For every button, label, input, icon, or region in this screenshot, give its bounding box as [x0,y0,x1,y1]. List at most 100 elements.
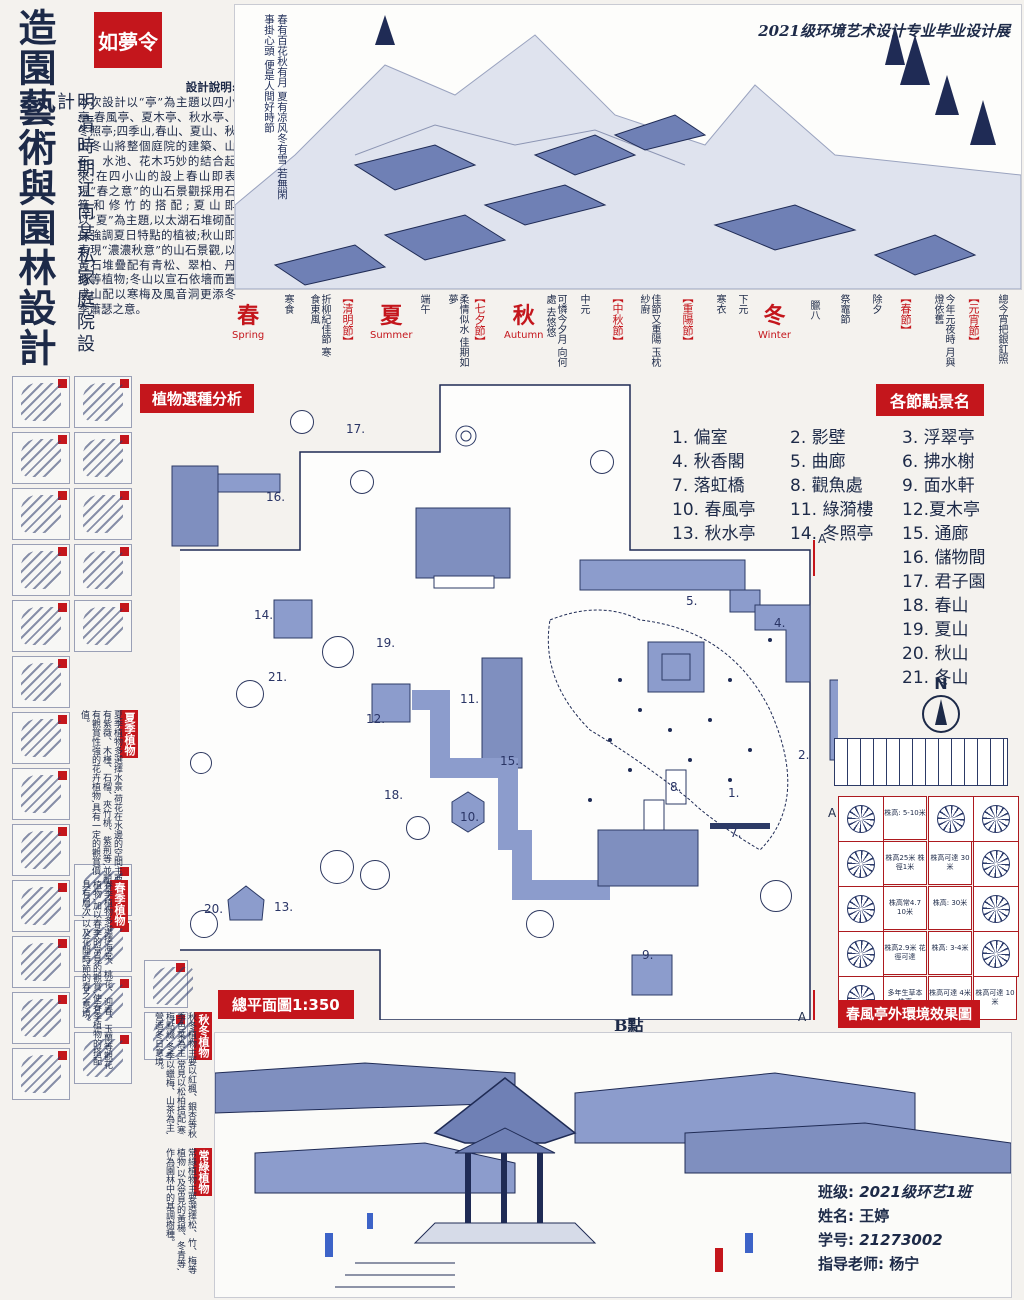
plant-thumbnail-column-2 [142,952,208,1296]
summer-plant-text: 夏季植物多選擇水景,荷花在水邊的空間主要有紫薇、木槿、石榴、夾竹桃、紫荊等,並配… [79,710,122,884]
festival-6: 柔情似水 佳期如夢 [446,294,468,368]
festival-14: 臘八 [808,300,819,320]
plant-symbol [973,931,1019,977]
festival-20: 總今宵把銀釭照 [996,294,1007,364]
festival-18: 今年元夜時 月與燈依舊 [932,294,954,368]
plan-number: 13. [274,900,294,914]
tree-symbol [190,910,218,938]
plant-height-note: 株高可達 10米 [973,976,1017,1020]
festival-17: 【春節】 [899,292,912,336]
plant-thumb [144,960,193,1008]
season-row: 春 Spring 夏 Summer 秋 Autumn 冬 Winter 寒食 【… [228,290,1020,372]
plan-number: 21. [268,670,288,684]
plant-thumb [144,1012,193,1060]
plant-thumb [12,880,70,932]
section-a-grid: A [828,806,837,820]
season-autumn: 秋 Autumn [504,303,544,341]
plan-number: 16. [266,490,286,504]
scenic-item: 14. 冬照亭 [790,524,874,544]
scenic-names-label: 各節點景名 [876,384,985,416]
scenic-item: 7. 落虹橋 [672,476,745,496]
scenic-item: 12.夏木亭 [902,500,981,520]
plan-number: 18. [384,788,404,802]
scenic-item: 17. 君子園 [902,572,986,592]
name-label: 姓名: [818,1207,854,1225]
festival-5: 【七夕節】 [473,292,486,347]
poem-text: 春有百花秋有月 夏有凉风冬有雪 若無閑事掛心頭 便是人間好時節 [263,14,288,200]
plant-thumb [12,712,70,764]
student-info: 班级: 2021级环艺1班 姓名: 王婷 学号: 21273002 指导老师: … [818,1180,1018,1276]
plant-symbol [928,796,974,842]
evergreen-plant-text: 常綠植物主要選擇松、竹、梅等植物,以及常見的黃楊、冬青等,作為園林中的基調樹種。 [164,1148,196,1274]
plant-height-note: 株高: 5-10米 [883,796,927,840]
plant-thumb [12,376,70,428]
festival-10: 佳節又重陽 玉枕紗廚 [638,294,660,368]
festival-12: 寒衣 [714,294,725,314]
festival-8: 中元 [578,294,589,314]
id-row: 学号: 21273002 [818,1228,1018,1252]
autumn-winter-plant-text: 秋冬植物主要以紅楓、銀杏等秋季色葉為主,常見以松柏搭配,寒梅點綴,冬季以蠟梅、山… [153,1012,196,1138]
pavilion-sketch [214,1032,1012,1298]
plant-thumb [12,824,70,876]
plant-thumb [74,432,132,484]
tree-symbol [350,470,374,494]
festival-4: 端午 [418,294,429,314]
description-heading: 設計說明: [185,80,236,94]
plant-height-note: 株高常4.7 10米 [883,886,927,930]
plan-number: 4. [774,616,786,630]
scenic-item: 13. 秋水亭 [672,524,756,544]
tree-symbol [360,860,390,890]
summer-plant-label: 夏季植物 [120,710,138,758]
plan-number: 17. [346,422,366,436]
tree-symbol [190,752,212,774]
plant-height-note: 株高可達 30米 [928,841,972,885]
section-a-bottom: A [798,1010,807,1024]
plan-number: 14. [254,608,274,622]
plant-symbol [973,841,1019,887]
plant-thumb [12,768,70,820]
tree-symbol [760,880,792,912]
plant-symbol [838,931,884,977]
plant-height-note: 株高: 3-4米 [928,931,972,975]
festival-11: 【重陽節】 [681,292,694,347]
scenic-item: 19. 夏山 [902,620,969,640]
pavilion-illustration [215,1033,1011,1297]
tree-symbol [322,636,354,668]
autumn-winter-plant-note: 秋冬植物 秋冬植物主要以紅楓、銀杏等秋季色葉為主,常見以松柏搭配,寒梅點綴,冬季… [146,1012,214,1292]
id-label: 学号: [818,1231,854,1249]
plant-thumb [12,936,70,988]
point-b-label: B點 [614,1016,644,1035]
tree-symbol [590,450,614,474]
season-summer: 夏 Summer [370,303,413,341]
summer-plant-note: 夏季植物 夏季植物多選擇水景,荷花在水邊的空間主要有紫薇、木槿、石榴、夾竹桃、紫… [74,710,138,950]
scenic-item: 16. 儲物間 [902,548,986,568]
scenic-item: 3. 浮翠亭 [902,428,975,448]
festival-1: 寒食 [282,294,293,314]
season-winter: 冬 Winter [758,303,791,341]
exhibition-title: 2021级环境艺术设计专业毕业设计展 [758,22,1010,40]
scenic-item: 15. 通廊 [902,524,969,544]
festival-19: 【元宵節】 [967,292,980,347]
railing-sketch [834,738,1008,786]
plant-thumb [74,544,132,596]
tree-symbol [236,680,264,708]
festival-16: 除夕 [870,294,881,314]
plan-number: 19. [376,636,396,650]
scenic-item: 18. 春山 [902,596,969,616]
landscape-illustration [235,15,1021,289]
plant-thumb [74,976,132,1028]
scenic-item: 21. 冬山 [902,668,969,688]
plant-symbol [838,886,884,932]
festival-2: 【清明節】 [341,292,354,347]
spring-plant-text: 春季植物多選擇海棠、桃花、迎春、玉蘭等觀花植物,加以春季的常見的觀賞,使春季植物… [80,880,112,1069]
plant-thumbnail-column [8,376,138,1130]
plant-analysis-label: 植物選種分析 [140,384,255,413]
plan-number: 20. [204,902,224,916]
logo-text: 如夢令 [98,29,158,54]
festival-13: 下元 [736,294,747,314]
plan-number: 8. [670,780,682,794]
plant-thumb [74,1032,132,1084]
scenic-item: 5. 曲廊 [790,452,846,472]
plant-symbol [973,886,1019,932]
scenic-item: 10. 春風亭 [672,500,756,520]
